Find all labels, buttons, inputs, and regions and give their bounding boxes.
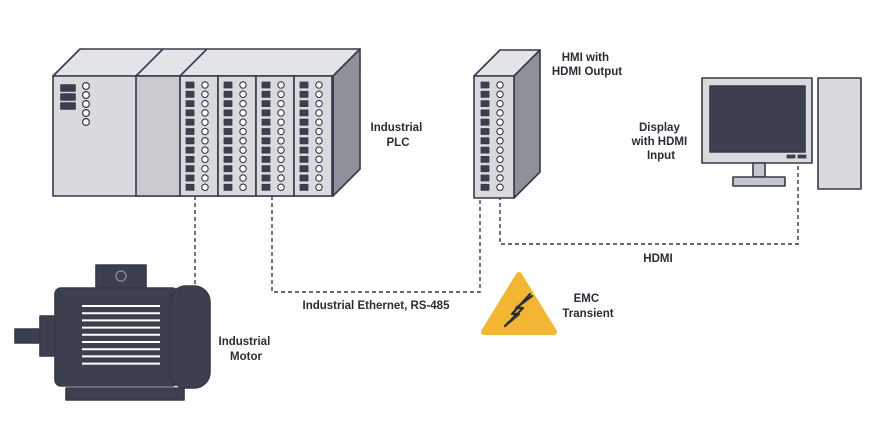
io-module [255,75,295,197]
ethernet-label: Industrial Ethernet, RS-485 [303,300,451,312]
ethernet-line [271,196,481,293]
plc-icon [52,48,361,197]
motor-label: Industrial Motor [219,336,274,363]
emc-label: EMC Transient [562,293,613,320]
hmi-label: HMI with HDMI Output [552,52,622,78]
motor-icon [14,264,211,401]
io-module [293,75,333,197]
plc-label: Industrial PLC [371,122,426,149]
monitor-icon [701,77,813,187]
hdmi-line [499,166,799,245]
connection-lines [194,166,799,293]
tower-icon [817,77,862,190]
io-module [179,75,219,197]
warning-icon [481,272,557,335]
hdmi-label: HDMI [643,253,672,265]
computer-icon [701,77,862,190]
io-module [217,75,257,197]
hmi-icon [473,49,541,199]
display-label: Display with HDMI Input [631,122,691,162]
